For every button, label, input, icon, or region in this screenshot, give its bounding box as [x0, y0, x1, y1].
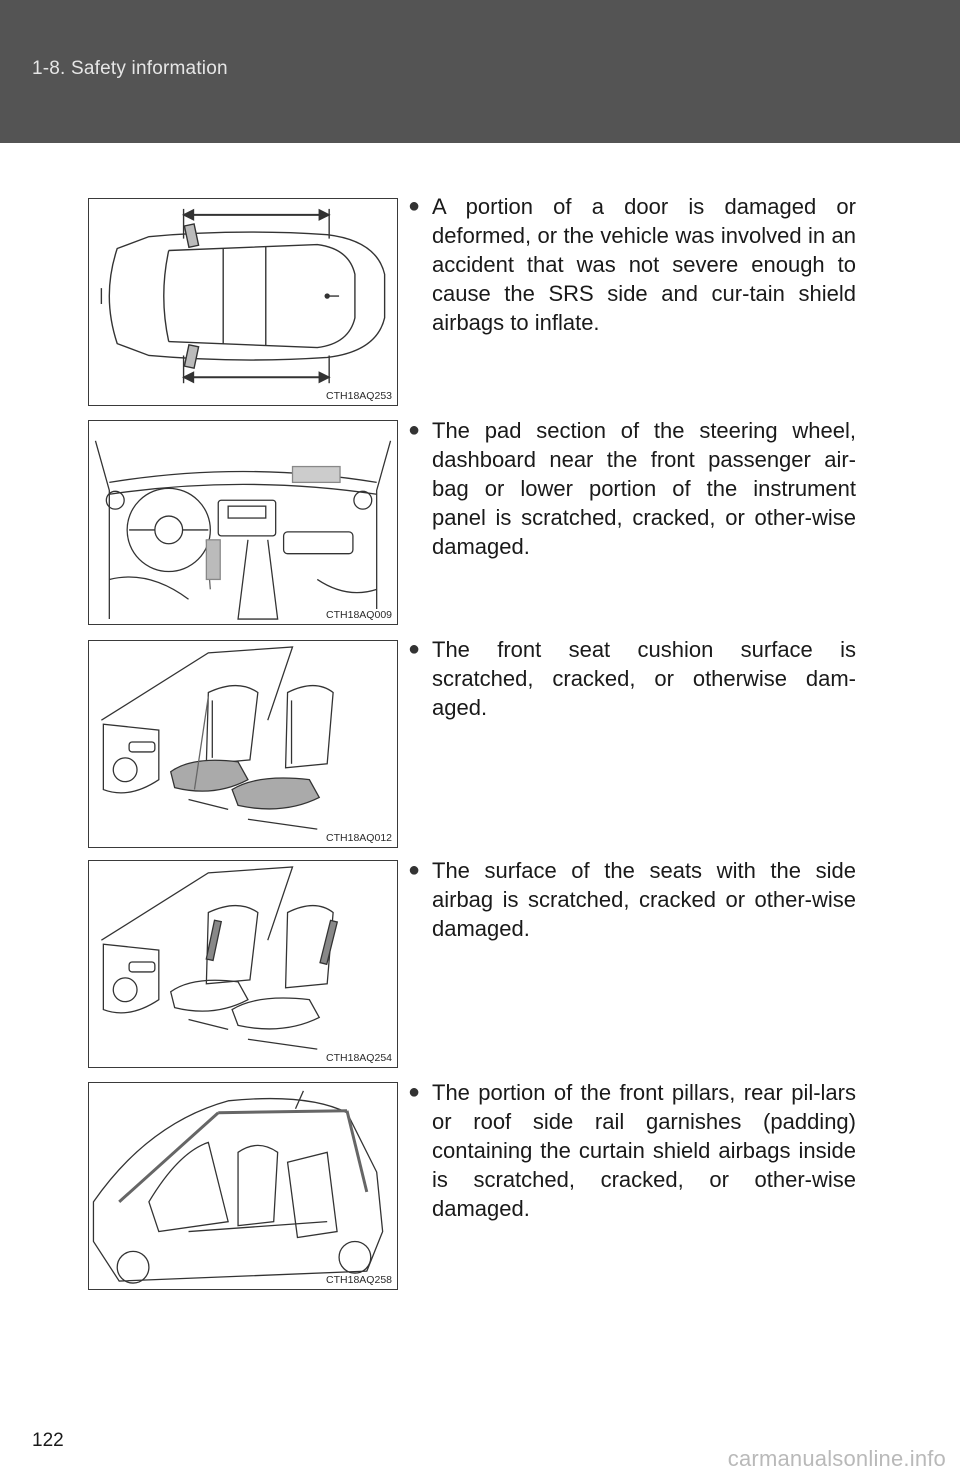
item-text: The surface of the seats with the side a… [432, 858, 856, 941]
item-text: The front seat cushion surface is scratc… [432, 637, 856, 720]
figure-code: CTH18AQ258 [325, 1274, 393, 1286]
section-header: 1-8. Safety information [0, 0, 960, 143]
bullet-icon: ● [408, 1081, 421, 1103]
dashboard-illustration: CTH18AQ009 [88, 420, 398, 625]
figure-code: CTH18AQ009 [325, 609, 393, 621]
bullet-icon: ● [408, 195, 421, 217]
figure-code: CTH18AQ253 [325, 390, 393, 402]
item-text: The pad section of the steering wheel, d… [432, 418, 856, 559]
section-title: 1-8. Safety information [32, 58, 228, 79]
car-top-view-illustration: CTH18AQ253 [88, 198, 398, 406]
front-seat-cushion-illustration: CTH18AQ012 [88, 640, 398, 848]
figure-code: CTH18AQ254 [325, 1052, 393, 1064]
bullet-icon: ● [408, 638, 421, 660]
item-text: The portion of the front pillars, rear p… [432, 1080, 856, 1221]
page-number: 122 [32, 1430, 64, 1451]
item-text: A portion of a door is damaged or deform… [432, 194, 856, 335]
curtain-airbag-pillars-illustration: CTH18AQ258 [88, 1082, 398, 1290]
figure-code: CTH18AQ012 [325, 832, 393, 844]
bullet-icon: ● [408, 859, 421, 881]
seat-side-airbag-illustration: CTH18AQ254 [88, 860, 398, 1068]
bullet-icon: ● [408, 419, 421, 441]
watermark: carmanualsonline.info [727, 1446, 946, 1471]
